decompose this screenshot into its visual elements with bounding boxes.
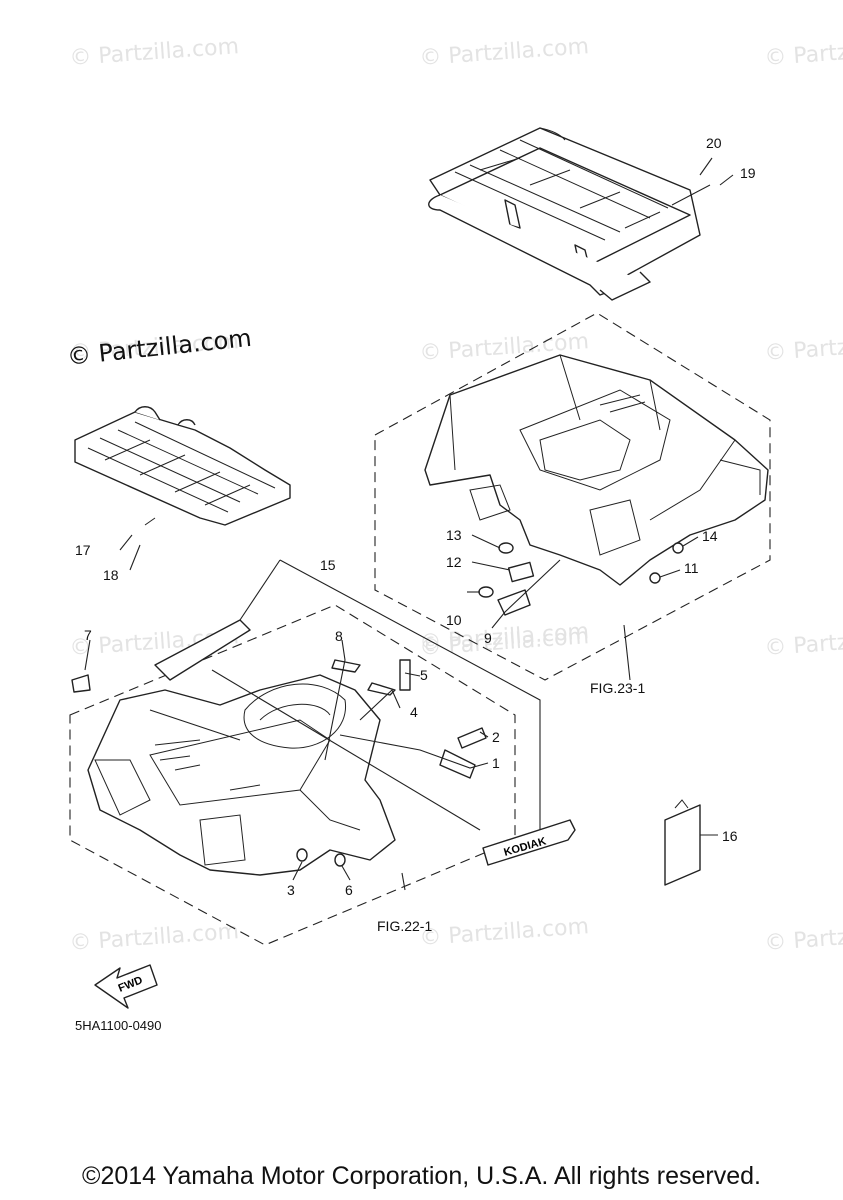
callout-7: 7	[84, 627, 92, 643]
figure-ref-front: FIG.22-1	[377, 918, 432, 934]
front-carrier-rack	[74, 406, 291, 526]
watermark: © Partzilla.com	[419, 34, 590, 71]
callout-12: 12	[446, 554, 462, 570]
callout-9: 9	[484, 630, 492, 646]
watermark: © Partz	[764, 925, 843, 956]
fwd-arrow-icon: FWD	[94, 964, 158, 1009]
rear-fender-group-box	[374, 312, 771, 681]
rear-carrier-rack	[428, 127, 711, 301]
callout-20: 20	[706, 135, 722, 151]
watermark: © Partz	[764, 40, 843, 71]
callout-3: 3	[287, 882, 295, 898]
front-fender	[87, 674, 396, 876]
decal-strip: KODIAK	[154, 559, 576, 866]
callout-10: 10	[446, 612, 462, 628]
callout-19: 19	[740, 165, 756, 181]
watermark-main: © Partzilla.com	[66, 324, 253, 371]
callout-17: 17	[75, 542, 91, 558]
callout-4: 4	[410, 704, 418, 720]
parts-diagram: © Partzilla.com © Partzilla.com © Partz …	[66, 34, 843, 1033]
copyright-notice: ©2014 Yamaha Motor Corporation, U.S.A. A…	[82, 1162, 761, 1190]
callout-16: 16	[722, 828, 738, 844]
watermark: © Partzilla.com	[69, 919, 240, 956]
callout-18: 18	[103, 567, 119, 583]
diagram-part-code: 5HA1100-0490	[75, 1018, 162, 1033]
callout-14: 14	[702, 528, 718, 544]
watermark: © Partzilla.com	[69, 34, 240, 71]
callout-2: 2	[492, 729, 500, 745]
watermark: © Partz	[764, 335, 843, 366]
callout-15: 15	[320, 557, 336, 573]
callout-8: 8	[335, 628, 343, 644]
callout-5: 5	[420, 667, 428, 683]
watermark: © Partz	[764, 630, 843, 661]
callout-6: 6	[345, 882, 353, 898]
callout-1: 1	[492, 755, 500, 771]
callout-numbers: 20 19 17 18 13 12 10 9 14 11 15 7 8 5 4 …	[75, 135, 756, 898]
watermark: © Partzilla.com	[419, 914, 590, 951]
callout-11: 11	[684, 560, 699, 576]
callout-13: 13	[446, 527, 462, 543]
front-fender-fasteners	[71, 659, 487, 867]
leader-lines	[84, 157, 734, 891]
rear-fender	[424, 354, 769, 586]
figure-ref-rear: FIG.23-1	[590, 680, 645, 696]
warning-label	[664, 799, 701, 886]
